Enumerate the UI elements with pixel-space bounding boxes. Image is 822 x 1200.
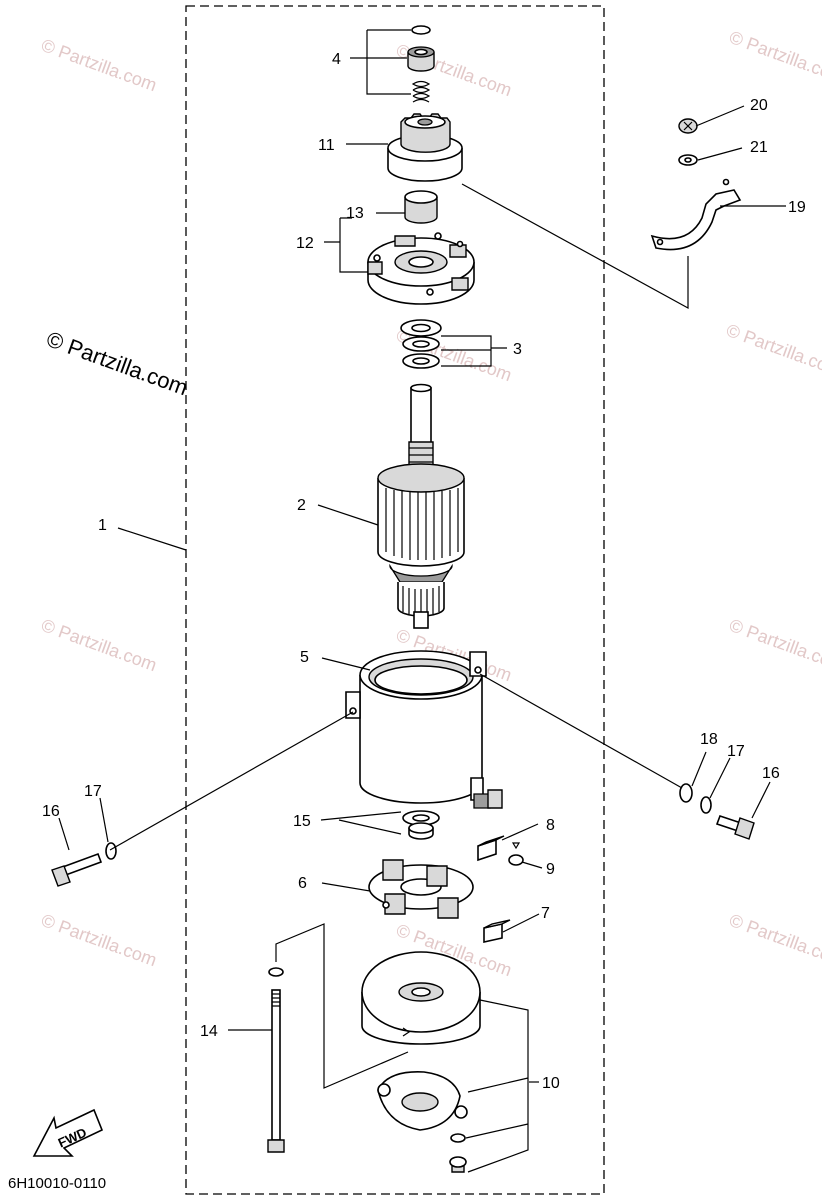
part-9-brush-spring bbox=[508, 842, 524, 866]
part-17-washer-right bbox=[700, 796, 712, 814]
callout-15: 15 bbox=[293, 813, 311, 830]
callout-16-right: 16 bbox=[762, 765, 780, 782]
part-2-armature bbox=[377, 383, 465, 629]
part-19-bracket bbox=[650, 178, 742, 251]
watermark: © Partzilla.com bbox=[727, 615, 822, 675]
callout-16-left: 16 bbox=[42, 803, 60, 820]
callout-11: 11 bbox=[318, 137, 335, 154]
watermark: © Partzilla.com bbox=[39, 615, 160, 675]
part-4-stop-ring-set bbox=[407, 25, 435, 103]
callout-10: 10 bbox=[542, 1075, 560, 1092]
callout-4: 4 bbox=[332, 51, 341, 68]
part-16-bolt-right bbox=[715, 814, 755, 840]
part-7-brush bbox=[483, 919, 511, 943]
watermark: © Partzilla.com bbox=[727, 27, 822, 87]
fwd-arrow-icon: FWD bbox=[32, 1108, 104, 1157]
callout-7: 7 bbox=[541, 905, 550, 922]
part-18-washer-right bbox=[679, 783, 693, 803]
callout-14: 14 bbox=[200, 1023, 218, 1040]
part-11-pinion-gear bbox=[387, 113, 463, 182]
part-20-screw bbox=[678, 118, 698, 134]
callout-17-right: 17 bbox=[727, 743, 745, 760]
part-3-washers bbox=[400, 319, 442, 369]
callout-21: 21 bbox=[750, 139, 768, 156]
callout-19: 19 bbox=[788, 199, 806, 216]
callout-13: 13 bbox=[346, 205, 364, 222]
callout-5: 5 bbox=[300, 649, 309, 666]
assembly-boundary bbox=[185, 5, 605, 1195]
watermark: © Partzilla.com bbox=[39, 35, 160, 95]
part-6-brush-holder bbox=[368, 859, 474, 919]
watermark-dark: © Partzilla.com bbox=[43, 326, 191, 400]
callout-9: 9 bbox=[546, 861, 555, 878]
watermark: © Partzilla.com bbox=[724, 320, 822, 380]
part-14-through-bolt bbox=[267, 967, 285, 1153]
part-21-washer bbox=[678, 154, 698, 166]
callout-1: 1 bbox=[98, 517, 107, 534]
part-17-washer-left bbox=[105, 842, 117, 860]
callout-3: 3 bbox=[513, 341, 522, 358]
part-8-brush bbox=[477, 835, 505, 862]
part-10-rear-cover bbox=[361, 951, 481, 1173]
callout-20: 20 bbox=[750, 97, 768, 114]
part-12-front-bracket bbox=[367, 232, 475, 305]
diagram-code: 6H10010-0110 bbox=[8, 1175, 106, 1192]
callout-labels: 1 2 3 4 5 6 7 8 9 10 11 12 13 14 15 16 1… bbox=[42, 51, 806, 1092]
callout-12: 12 bbox=[296, 235, 314, 252]
callout-17-left: 17 bbox=[84, 783, 102, 800]
watermark: © Partzilla.com bbox=[727, 910, 822, 970]
watermark: © Partzilla.com bbox=[39, 910, 160, 970]
callout-2: 2 bbox=[297, 497, 306, 514]
part-5-yoke bbox=[345, 650, 503, 809]
leader-lines bbox=[58, 29, 786, 1173]
callout-18: 18 bbox=[700, 731, 718, 748]
part-15-washers bbox=[402, 810, 440, 840]
callout-6: 6 bbox=[298, 875, 307, 892]
part-13-bushing bbox=[404, 190, 438, 224]
part-16-bolt-left bbox=[51, 852, 103, 887]
callout-8: 8 bbox=[546, 817, 555, 834]
